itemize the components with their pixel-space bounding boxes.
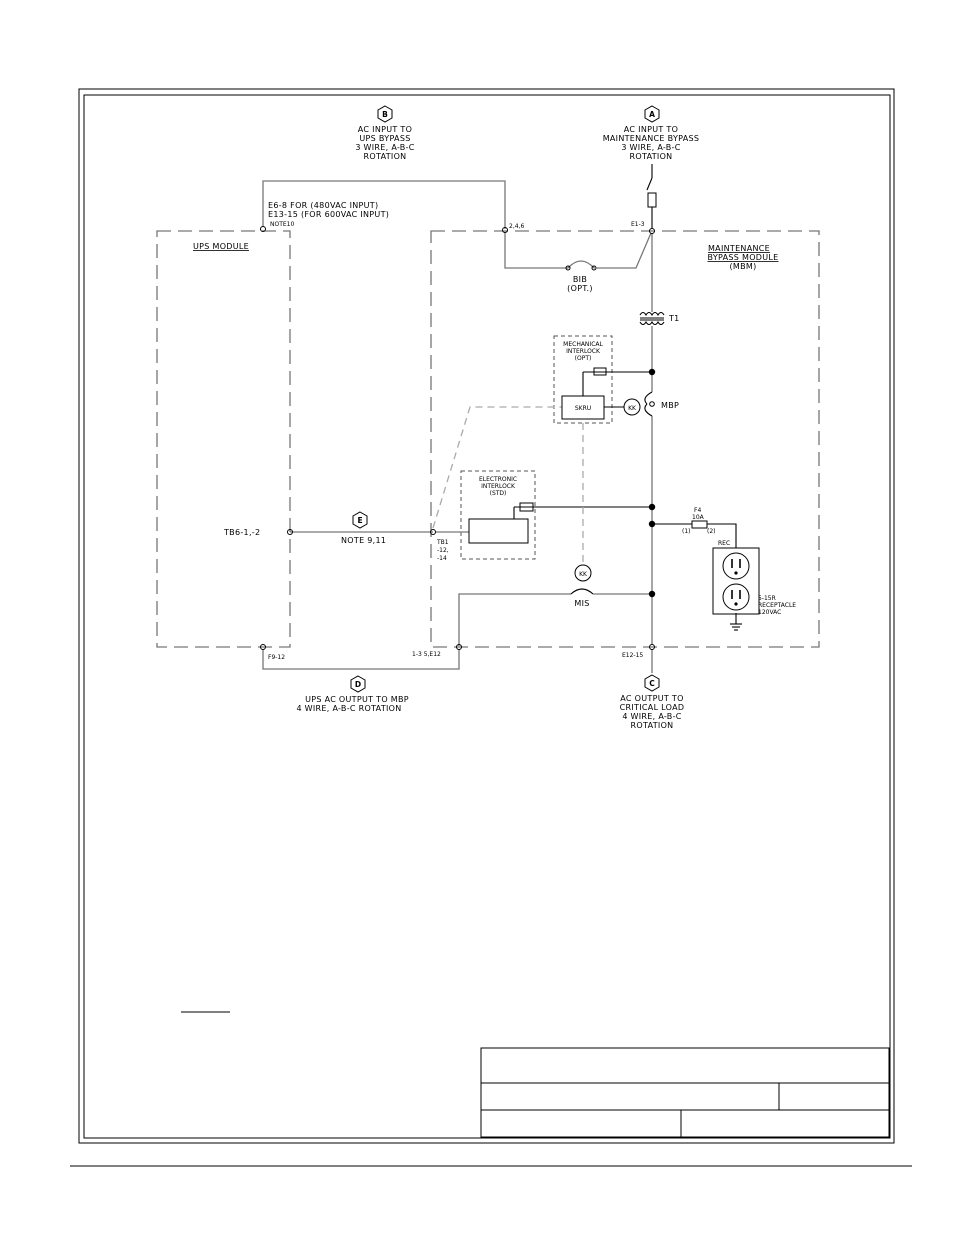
node-b-label: B [382, 110, 388, 119]
svg-text:(OPT): (OPT) [575, 355, 592, 362]
svg-text:BYPASS MODULE: BYPASS MODULE [707, 253, 778, 262]
elec-interlock-label: ELECTRONIC INTERLOCK (STD) [479, 476, 517, 497]
svg-text:3 WIRE, A-B-C: 3 WIRE, A-B-C [355, 143, 414, 152]
svg-text:E6-8 FOR (480VAC INPUT): E6-8 FOR (480VAC INPUT) [268, 201, 378, 210]
node-b-hex [377, 105, 393, 123]
mbp-label: MBP [661, 401, 679, 410]
svg-text:4 WIRE, A-B-C: 4 WIRE, A-B-C [622, 712, 681, 721]
node-c-label: C [649, 679, 655, 688]
wiring [262, 164, 742, 673]
node-e-label: E [357, 516, 362, 525]
svg-text:-12,: -12, [437, 547, 449, 554]
svg-text:TB1: TB1 [436, 539, 449, 546]
svg-text:MAINTENANCE BYPASS: MAINTENANCE BYPASS [603, 134, 700, 143]
svg-text:(OPT.): (OPT.) [567, 284, 593, 293]
t1-transformer [639, 311, 665, 326]
svg-text:(2): (2) [707, 528, 716, 535]
svg-text:ROTATION: ROTATION [630, 152, 673, 161]
term-e13-label: E1-3 [631, 221, 645, 228]
kk-mis-label: KK [579, 571, 588, 578]
kk-mis-circle [574, 564, 592, 582]
svg-text:4 WIRE, A-B-C ROTATION: 4 WIRE, A-B-C ROTATION [296, 704, 401, 713]
mbm-outline [430, 230, 820, 648]
kk-mbp-circle [623, 398, 641, 416]
svg-text:UPS AC OUTPUT TO MBP: UPS AC OUTPUT TO MBP [305, 695, 409, 704]
svg-text:-14: -14 [437, 555, 447, 562]
mis-label: MIS [574, 599, 589, 608]
critical-load-label: AC OUTPUT TO CRITICAL LOAD 4 WIRE, A-B-C… [620, 694, 685, 730]
outer-frame [78, 88, 895, 1144]
svg-text:UPS BYPASS: UPS BYPASS [359, 134, 410, 143]
ups-module-label: UPS MODULE [193, 242, 249, 251]
receptacle-5-15r [712, 547, 760, 615]
svg-text:INTERLOCK: INTERLOCK [481, 483, 516, 490]
svg-text:5-15R: 5-15R [758, 595, 776, 602]
svg-text:BIB: BIB [573, 275, 587, 284]
svg-text:AC INPUT TO: AC INPUT TO [358, 125, 412, 134]
title-block [480, 1047, 890, 1138]
skru-label: SKRU [575, 405, 591, 412]
e1215-label: E12-15 [622, 652, 643, 659]
t1-label: T1 [668, 314, 680, 323]
svg-text:MECHANICAL: MECHANICAL [563, 341, 603, 348]
bib-label: BIB (OPT.) [567, 275, 593, 293]
node-c-hex [644, 674, 660, 692]
term-246-label: 2,4,6 [509, 223, 524, 230]
svg-text:3 WIRE, A-B-C: 3 WIRE, A-B-C [621, 143, 680, 152]
svg-text:AC OUTPUT TO: AC OUTPUT TO [620, 694, 683, 703]
svg-text:ELECTRONIC: ELECTRONIC [479, 476, 517, 483]
svg-text:E13-15 (FOR 600VAC INPUT): E13-15 (FOR 600VAC INPUT) [268, 210, 389, 219]
skru-box [561, 395, 605, 420]
note10-label: NOTE10 [270, 221, 294, 228]
term-13-5-label: 1-3 5,E12 [412, 651, 441, 658]
svg-text:INTERLOCK: INTERLOCK [566, 348, 601, 355]
junction-dots [648, 368, 656, 598]
ups-output-label: UPS AC OUTPUT TO MBP 4 WIRE, A-B-C ROTAT… [296, 695, 408, 713]
node-d-hex [350, 675, 366, 693]
e6-note-label: E6-8 FOR (480VAC INPUT) E13-15 (FOR 600V… [268, 201, 389, 219]
terminal-points [260, 226, 655, 650]
tb6-label: TB6-1,-2 [223, 528, 260, 537]
receptacle-label: 5-15R RECEPTACLE 120VAC [758, 595, 796, 616]
f4-label: F4 10A [692, 507, 705, 521]
inner-frame [83, 94, 891, 1139]
svg-text:RECEPTACLE: RECEPTACLE [758, 602, 796, 609]
note911-label: NOTE 9,11 [341, 536, 386, 545]
mech-interlock-label: MECHANICAL INTERLOCK (OPT) [563, 341, 603, 362]
f9-label: F9-12 [268, 654, 285, 661]
rec-label: REC [718, 540, 730, 547]
node-a-label: A [649, 110, 655, 119]
fuse-pin-labels: (1) (2) [682, 528, 716, 535]
svg-text:(1): (1) [682, 528, 691, 535]
svg-text:10A: 10A [692, 514, 705, 521]
electronic-interlock-box [468, 518, 529, 544]
svg-text:MAINTENANCE: MAINTENANCE [708, 244, 770, 253]
mechanical-interlock-outline [553, 335, 613, 424]
svg-text:CRITICAL LOAD: CRITICAL LOAD [620, 703, 685, 712]
electronic-interlock-outline [460, 470, 536, 560]
svg-text:(MBM): (MBM) [729, 262, 756, 271]
input-maint-label: AC INPUT TO MAINTENANCE BYPASS 3 WIRE, A… [603, 125, 700, 161]
node-e-hex [352, 511, 368, 529]
svg-text:120VAC: 120VAC [758, 609, 781, 616]
input-bypass-label: AC INPUT TO UPS BYPASS 3 WIRE, A-B-C ROT… [355, 125, 414, 161]
svg-text:AC INPUT TO: AC INPUT TO [624, 125, 678, 134]
svg-text:F4: F4 [694, 507, 701, 514]
node-a-hex [644, 105, 660, 123]
mbm-label: MAINTENANCE BYPASS MODULE (MBM) [707, 244, 778, 271]
kk-mbp-label: KK [628, 405, 637, 412]
node-d-label: D [355, 680, 361, 689]
svg-text:ROTATION: ROTATION [364, 152, 407, 161]
tb1-label: TB1 -12, -14 [436, 539, 449, 562]
svg-text:ROTATION: ROTATION [631, 721, 674, 730]
ups-module-outline [156, 230, 291, 648]
svg-text:(STD): (STD) [490, 490, 507, 497]
